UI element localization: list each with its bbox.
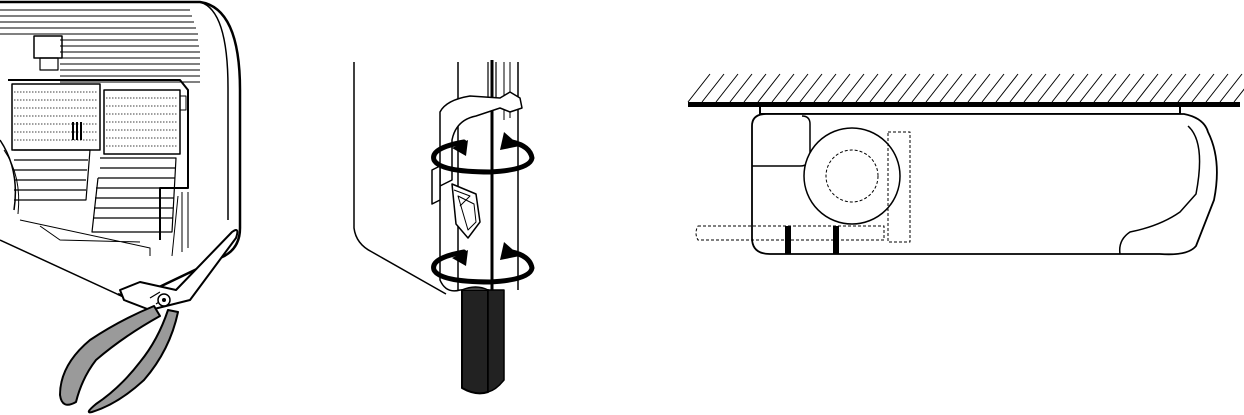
top-grille	[0, 9, 200, 83]
rotate-arrow-icon	[431, 132, 535, 285]
fan-outline	[825, 149, 879, 203]
filter-right	[103, 89, 181, 155]
ceiling-line	[688, 102, 1240, 107]
unit-side-outline	[353, 62, 447, 295]
casing-inner-edge	[199, 1, 229, 220]
panel-ceiling-unit	[687, 73, 1244, 256]
panel-pipe-clamp	[353, 60, 523, 395]
unit-casing	[0, 0, 242, 302]
panel-filter-cover	[0, 0, 242, 302]
cover-latch	[33, 35, 63, 59]
pipe-insulation	[461, 289, 489, 395]
clamp-top	[439, 91, 523, 187]
pliers-icon	[59, 229, 239, 414]
fan-housing	[803, 127, 901, 225]
ceiling-hatch-icon	[687, 73, 1244, 103]
filter-left	[11, 83, 101, 151]
lower-louvers	[0, 139, 177, 233]
